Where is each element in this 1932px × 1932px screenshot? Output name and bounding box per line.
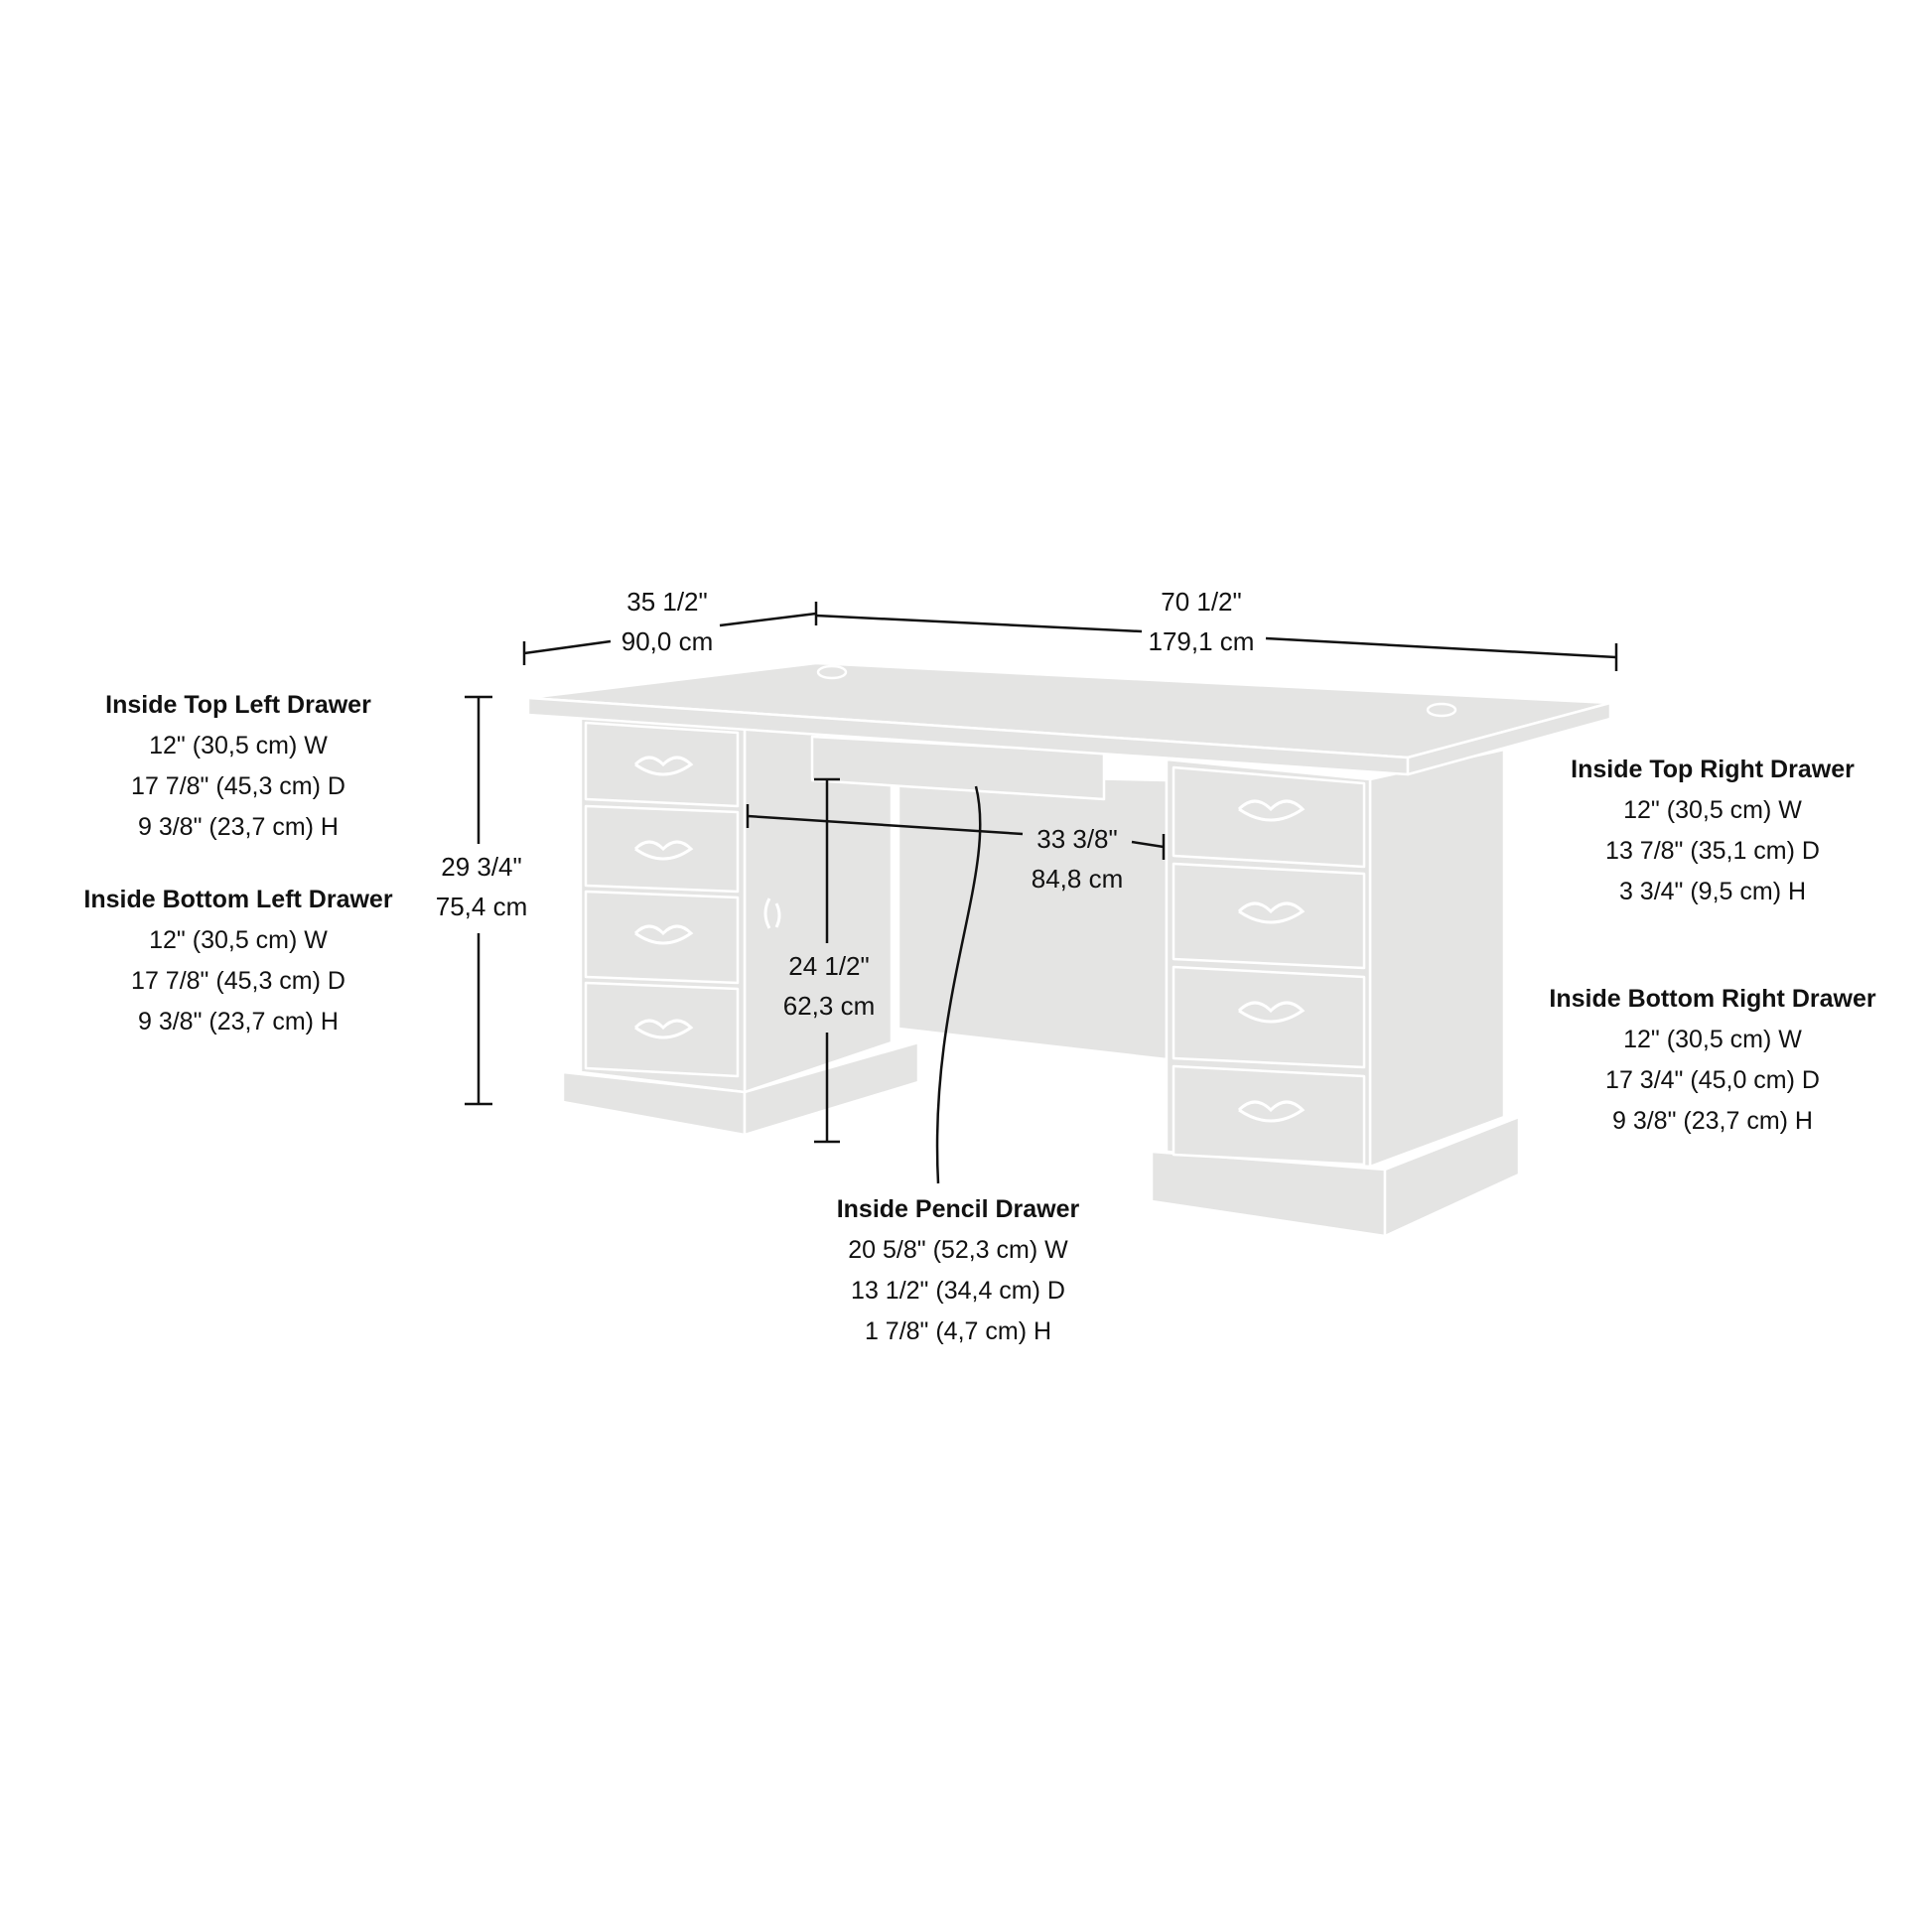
- width-cm: 179,1 cm: [1148, 626, 1255, 656]
- width-inches: 70 1/2": [1161, 587, 1242, 617]
- left-drawer-3: [584, 890, 740, 985]
- pencil-drawer-depth: 13 1/2" (34,4 cm) D: [851, 1277, 1065, 1305]
- pencil-drawer-width: 20 5/8" (52,3 cm) W: [848, 1236, 1068, 1264]
- width-label: 70 1/2" 179,1 cm: [1122, 582, 1281, 661]
- pull-left-3: [633, 924, 694, 945]
- top-right-drawer-width: 12" (30,5 cm) W: [1623, 796, 1802, 824]
- width-line: [815, 614, 1143, 633]
- top-left-drawer-label: Inside Top Left Drawer 12" (30,5 cm) W 1…: [60, 685, 417, 848]
- top-left-drawer-height: 9 3/8" (23,7 cm) H: [137, 813, 339, 841]
- grommet-right: [1426, 702, 1457, 718]
- depth-cm: 90,0 cm: [621, 626, 714, 656]
- right-drawer-4: [1172, 1064, 1366, 1167]
- right-pedestal-side: [1368, 748, 1506, 1169]
- top-left-drawer-width: 12" (30,5 cm) W: [149, 732, 328, 759]
- right-drawer-2: [1172, 862, 1366, 970]
- depth-line-right: [719, 612, 817, 627]
- bottom-left-drawer-label: Inside Bottom Left Drawer 12" (30,5 cm) …: [60, 880, 417, 1042]
- right-plinth-side: [1383, 1115, 1521, 1238]
- pencil-drawer-label: Inside Pencil Drawer 20 5/8" (52,3 cm) W…: [784, 1189, 1132, 1352]
- left-plinth-side: [743, 1040, 920, 1137]
- bottom-right-drawer-label: Inside Bottom Right Drawer 12" (30,5 cm)…: [1534, 979, 1891, 1142]
- desk-illustration: [526, 661, 1612, 1238]
- width-line-right: [1265, 636, 1617, 659]
- top-right-drawer-depth: 13 7/8" (35,1 cm) D: [1605, 837, 1820, 865]
- grommet-left: [816, 664, 848, 680]
- dimension-lines: [465, 602, 1618, 1184]
- bottom-right-drawer-title: Inside Bottom Right Drawer: [1549, 985, 1876, 1013]
- right-drawer-1: [1172, 765, 1366, 869]
- left-drawer-4: [584, 981, 740, 1078]
- drawer-pulls: [633, 756, 1306, 1123]
- door-lock-icon: [763, 897, 781, 929]
- bottom-right-drawer-depth: 17 3/4" (45,0 cm) D: [1605, 1066, 1820, 1094]
- right-drawer-3: [1172, 965, 1366, 1069]
- bottom-left-drawer-width: 12" (30,5 cm) W: [149, 926, 328, 954]
- top-right-drawer-label: Inside Top Right Drawer 12" (30,5 cm) W …: [1534, 750, 1891, 912]
- bottom-left-drawer-height: 9 3/8" (23,7 cm) H: [137, 1008, 339, 1035]
- height-label: 29 3/4" 75,4 cm: [407, 847, 556, 926]
- top-right-drawer-title: Inside Top Right Drawer: [1571, 756, 1855, 783]
- knee-height-cm: 62,3 cm: [782, 991, 876, 1021]
- pencil-drawer-height: 1 7/8" (4,7 cm) H: [864, 1317, 1052, 1345]
- modesty-panel: [897, 772, 1169, 1061]
- pull-right-2: [1237, 901, 1306, 924]
- knee-width-line: [747, 814, 1024, 836]
- bottom-right-drawer-width: 12" (30,5 cm) W: [1623, 1026, 1802, 1053]
- pull-right-3: [1237, 1001, 1306, 1024]
- pull-left-2: [633, 840, 694, 861]
- top-right-drawer-height: 3 3/4" (9,5 cm) H: [1618, 878, 1807, 905]
- pull-left-1: [633, 756, 694, 776]
- knee-width-label: 33 3/8" 84,8 cm: [1008, 819, 1147, 898]
- desk-top-side-edge: [1406, 701, 1612, 776]
- knee-width-cm: 84,8 cm: [1031, 864, 1124, 894]
- knee-width-inches: 33 3/8": [1036, 824, 1118, 854]
- depth-line: [523, 639, 612, 655]
- bottom-left-drawer-title: Inside Bottom Left Drawer: [83, 886, 393, 913]
- pencil-drawer-title: Inside Pencil Drawer: [836, 1195, 1080, 1223]
- pull-right-1: [1237, 799, 1306, 822]
- knee-height-inches: 24 1/2": [788, 951, 870, 981]
- pencil-drawer-leader: [935, 785, 982, 1184]
- bottom-right-drawer-height: 9 3/8" (23,7 cm) H: [1611, 1107, 1813, 1135]
- pull-right-4: [1237, 1100, 1306, 1123]
- height-inches: 29 3/4": [441, 852, 522, 882]
- height-cm: 75,4 cm: [435, 892, 528, 921]
- depth-label: 35 1/2" 90,0 cm: [588, 582, 747, 661]
- top-left-drawer-depth: 17 7/8" (45,3 cm) D: [131, 772, 345, 800]
- depth-inches: 35 1/2": [626, 587, 708, 617]
- top-left-drawer-title: Inside Top Left Drawer: [105, 691, 371, 719]
- knee-height-label: 24 1/2" 62,3 cm: [759, 946, 898, 1026]
- pull-left-4: [633, 1019, 694, 1039]
- bottom-left-drawer-depth: 17 7/8" (45,3 cm) D: [131, 967, 345, 995]
